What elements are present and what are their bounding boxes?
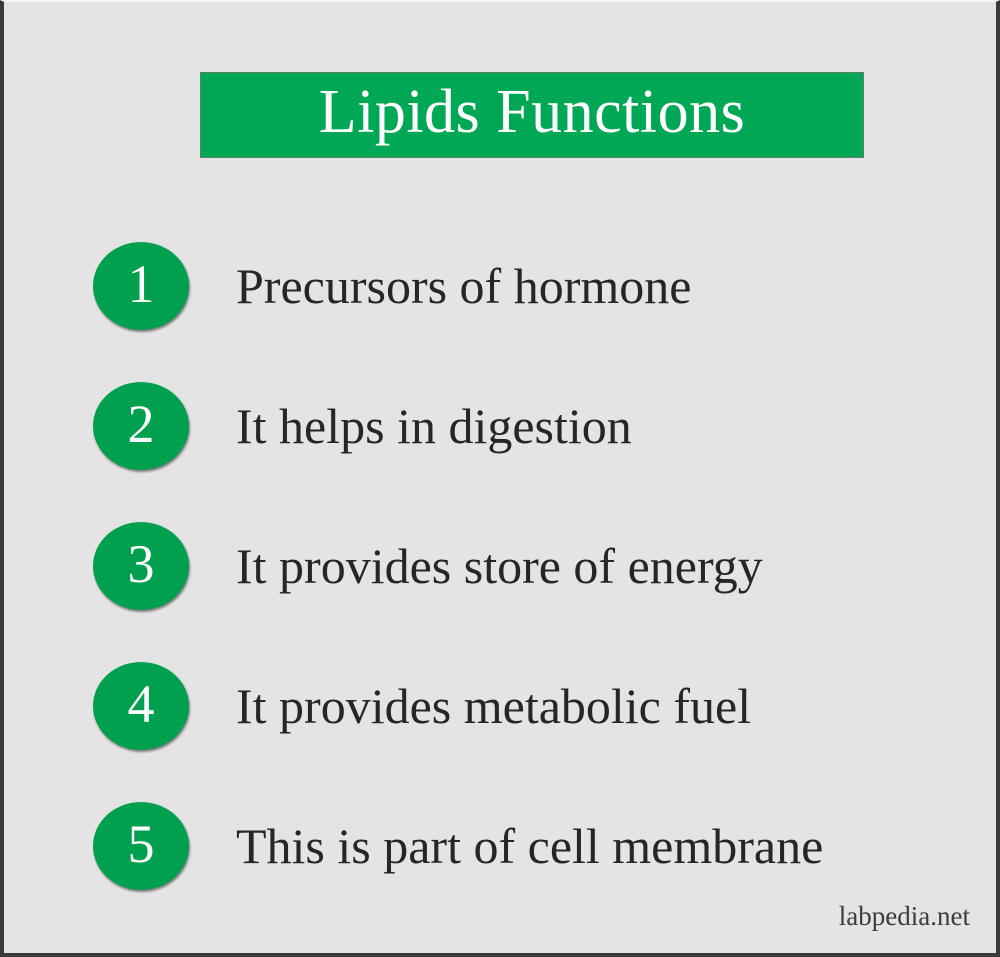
title-banner: Lipids Functions bbox=[200, 72, 864, 158]
list-item: 1 Precursors of hormone bbox=[4, 216, 996, 356]
number-badge-1: 1 bbox=[93, 242, 189, 330]
badge-number-label: 5 bbox=[127, 813, 155, 874]
list-item-label-1: Precursors of hormone bbox=[236, 257, 692, 314]
badge-number-label: 2 bbox=[127, 393, 155, 454]
list-item: 5 This is part of cell membrane bbox=[4, 776, 996, 916]
badge-number-label: 1 bbox=[127, 253, 155, 314]
list-item-label-2: It helps in digestion bbox=[236, 397, 632, 454]
list-item-label-5: This is part of cell membrane bbox=[236, 817, 824, 874]
page-title: Lipids Functions bbox=[318, 78, 746, 146]
number-badge-5: 5 bbox=[93, 802, 189, 890]
list-item: 2 It helps in digestion bbox=[4, 356, 996, 496]
number-badge-2: 2 bbox=[93, 382, 189, 470]
list-item: 4 It provides metabolic fuel bbox=[4, 636, 996, 776]
number-badge-3: 3 bbox=[93, 522, 189, 610]
source-watermark: labpedia.net bbox=[838, 901, 970, 931]
badge-number-label: 3 bbox=[127, 533, 155, 594]
list-item: 3 It provides store of energy bbox=[4, 496, 996, 636]
list-item-label-3: It provides store of energy bbox=[236, 537, 763, 594]
functions-list: 1 Precursors of hormone 2 It helps in di… bbox=[4, 216, 996, 916]
list-item-label-4: It provides metabolic fuel bbox=[236, 677, 752, 734]
badge-number-label: 4 bbox=[127, 673, 155, 734]
number-badge-4: 4 bbox=[93, 662, 189, 750]
